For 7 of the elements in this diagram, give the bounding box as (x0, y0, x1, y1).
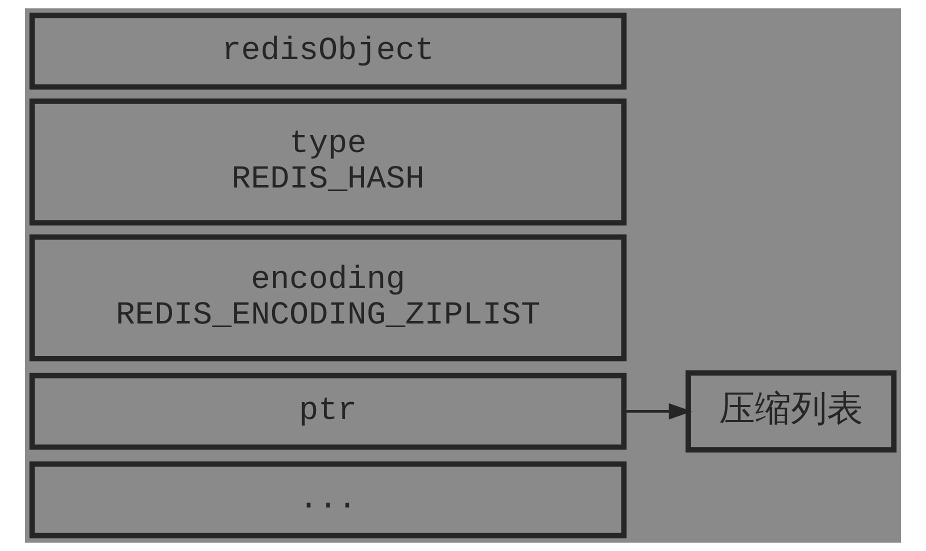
node-box: type REDIS_HASH (29, 98, 627, 226)
node-box: encoding REDIS_ENCODING_ZIPLIST (29, 234, 627, 362)
arrow (624, 403, 692, 420)
node-box: ... (29, 461, 627, 538)
node-box: redisObject (29, 12, 627, 90)
node-box: 压缩列表 (686, 370, 897, 452)
node-box: ptr (29, 372, 627, 450)
